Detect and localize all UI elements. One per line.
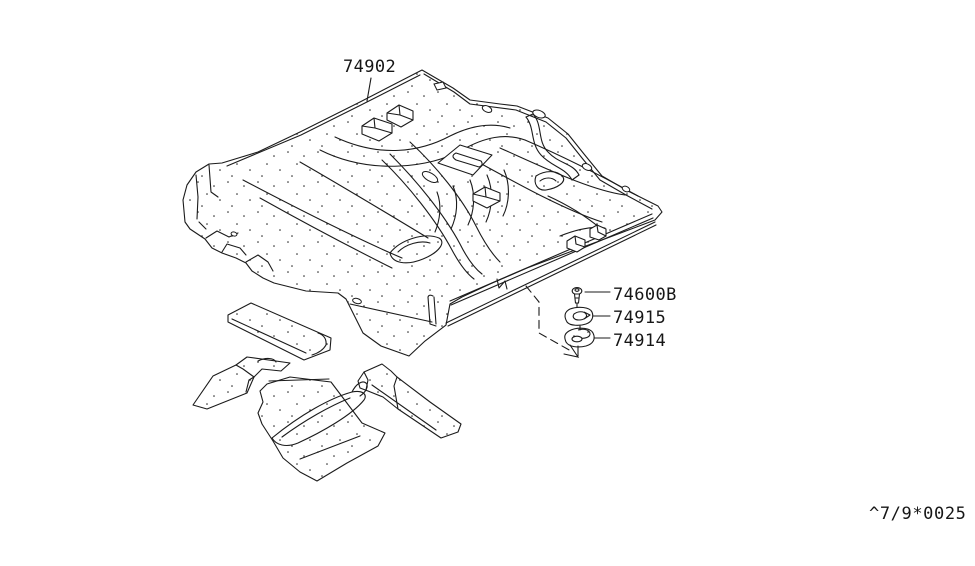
carpet-humps: [361, 104, 607, 253]
washer-clip-icon: [564, 306, 594, 326]
drawing-code: ^7/9*0025: [869, 504, 967, 524]
carpet-main-outline: [182, 69, 663, 357]
part-label-74914: 74914: [613, 331, 667, 351]
screw-icon: [571, 287, 583, 304]
grommet-icon: [564, 327, 595, 348]
part-label-74915: 74915: [613, 308, 667, 328]
part-label-74902: 74902: [343, 57, 397, 77]
part-label-74600B: 74600B: [613, 285, 677, 305]
carpet-small-pieces: [192, 302, 462, 482]
carpet-holes: [230, 81, 631, 305]
